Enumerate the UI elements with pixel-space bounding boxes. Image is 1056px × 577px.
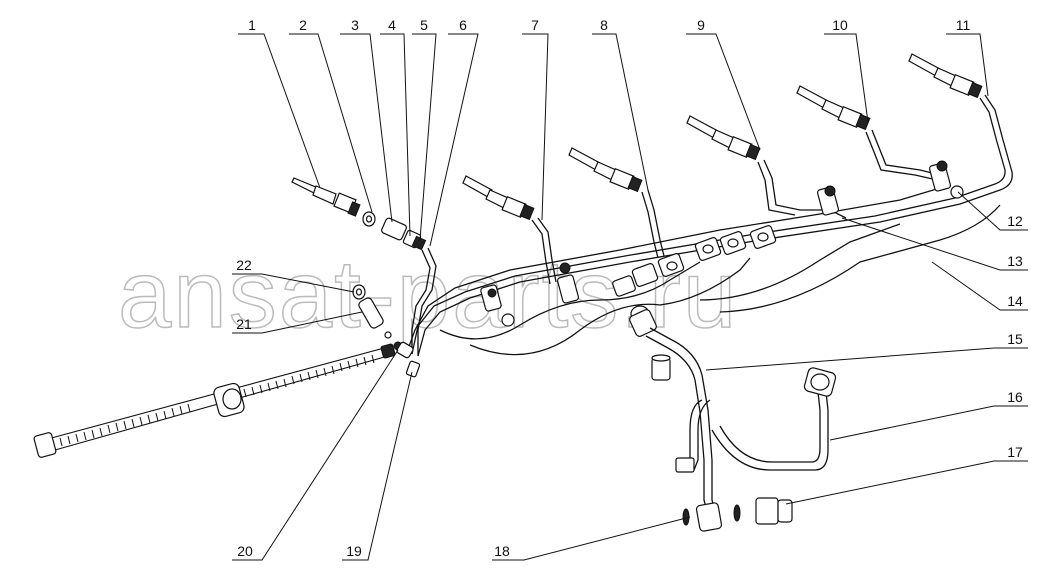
injector-2 bbox=[462, 175, 535, 221]
injector-4 bbox=[686, 115, 761, 161]
injector-1 bbox=[291, 177, 361, 217]
callout-7: 7 bbox=[531, 17, 539, 33]
callout-14: 14 bbox=[1007, 293, 1023, 309]
pump-nuts bbox=[612, 225, 777, 297]
callout-12: 12 bbox=[1007, 213, 1023, 229]
callout-16: 16 bbox=[1007, 389, 1023, 405]
callout-19: 19 bbox=[346, 543, 362, 559]
watermark: ansat-parts.ru bbox=[118, 241, 738, 348]
callout-9: 9 bbox=[697, 17, 705, 33]
injectors bbox=[291, 53, 983, 221]
callout-21: 21 bbox=[236, 316, 252, 332]
callout-22: 22 bbox=[236, 257, 252, 273]
leader-lines bbox=[232, 33, 1028, 561]
callout-4: 4 bbox=[388, 17, 396, 33]
callout-2: 2 bbox=[299, 17, 307, 33]
callout-18: 18 bbox=[494, 543, 510, 559]
callout-20: 20 bbox=[237, 543, 253, 559]
fittings-left bbox=[362, 211, 427, 251]
callout-8: 8 bbox=[600, 17, 608, 33]
injector-5 bbox=[796, 85, 871, 131]
return-rod bbox=[33, 343, 396, 458]
callout-17: 17 bbox=[1007, 444, 1023, 460]
callout-6: 6 bbox=[459, 17, 467, 33]
injection-pipes bbox=[406, 94, 1013, 357]
callout-3: 3 bbox=[351, 17, 359, 33]
pipe-clamps bbox=[480, 160, 964, 327]
callout-11: 11 bbox=[956, 17, 971, 33]
callout-10: 10 bbox=[832, 17, 848, 33]
callout-1: 1 bbox=[248, 17, 256, 33]
callout-13: 13 bbox=[1007, 253, 1023, 269]
injector-3 bbox=[568, 147, 643, 193]
part-21-22 bbox=[352, 284, 421, 378]
union-nut bbox=[381, 217, 407, 241]
callout-labels: 1 2 3 4 5 6 7 8 9 10 11 12 13 14 15 16 1… bbox=[236, 17, 1023, 559]
callout-15: 15 bbox=[1007, 331, 1023, 347]
supply-pipes bbox=[629, 305, 837, 532]
injector-6 bbox=[908, 53, 983, 99]
callout-5: 5 bbox=[420, 17, 428, 33]
